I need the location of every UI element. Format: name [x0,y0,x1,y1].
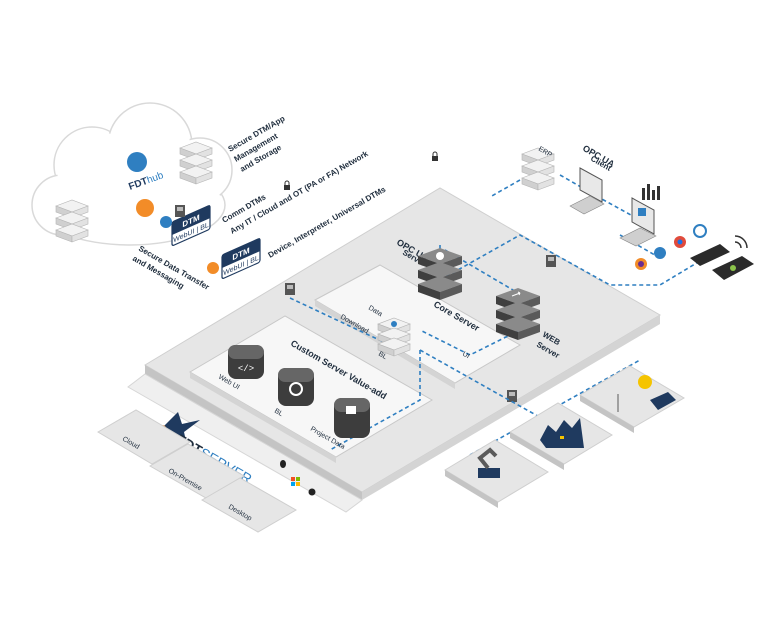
device-lock-icon [432,151,438,161]
core-ui-label: UI [461,351,471,361]
wireless-icon [734,235,748,249]
cloud-storage-server-left [55,199,89,243]
factory-tile [509,402,613,470]
firewall-icon [507,390,517,402]
edge-icon [654,247,666,259]
windows-icon [291,477,300,486]
web-server-stack [496,288,540,340]
analytics-chart-icon [642,184,660,200]
dtm-orange-dot [207,262,219,274]
storage-label: Secure DTM/App Management and Storage [227,114,287,174]
deploy-tile-cloud: Cloud [97,409,191,465]
bl-label: BL [273,408,284,418]
core-server-stack [418,248,462,300]
opc-ua-client-label: OPC UA Client [581,143,617,173]
bl-module-stack [278,368,314,406]
comm-dtm-label: Comm DTMs Any IT / Cloud and OT (PA or F… [221,149,371,236]
core-module-stack [377,317,411,357]
monitor-icon [619,197,657,247]
transfer-label: Secure Data Transfer and Messaging [131,244,211,292]
robot-tile [444,439,549,508]
project-data-module-stack [334,398,370,438]
apple-icon [308,488,316,496]
firefox-icon [635,258,647,270]
linux-icon [280,460,286,468]
web-ui-module-stack: </> [228,345,264,379]
iphone-icon [690,244,730,266]
dtm-blue-dot [160,216,172,228]
chrome-icon [674,236,686,248]
firewall-icon [285,283,295,295]
monitor-icon [569,167,605,215]
firewall-icon [175,205,185,217]
core-bl-label: BL [377,351,388,361]
energy-tile [579,365,685,433]
svg-text:</>: </> [238,364,254,374]
hub-blue-dot [127,152,147,172]
comm-lock-icon [284,180,290,190]
cloud-storage-server-right [179,141,213,185]
android-phone-icon [712,256,754,280]
hub-orange-dot [136,199,154,217]
deploy-tile-desktop: Desktop [200,477,298,533]
firewall-icon [546,255,556,267]
dtm-card-bottom: DTM WebUI | BL [221,238,261,279]
ie-icon [693,224,707,238]
